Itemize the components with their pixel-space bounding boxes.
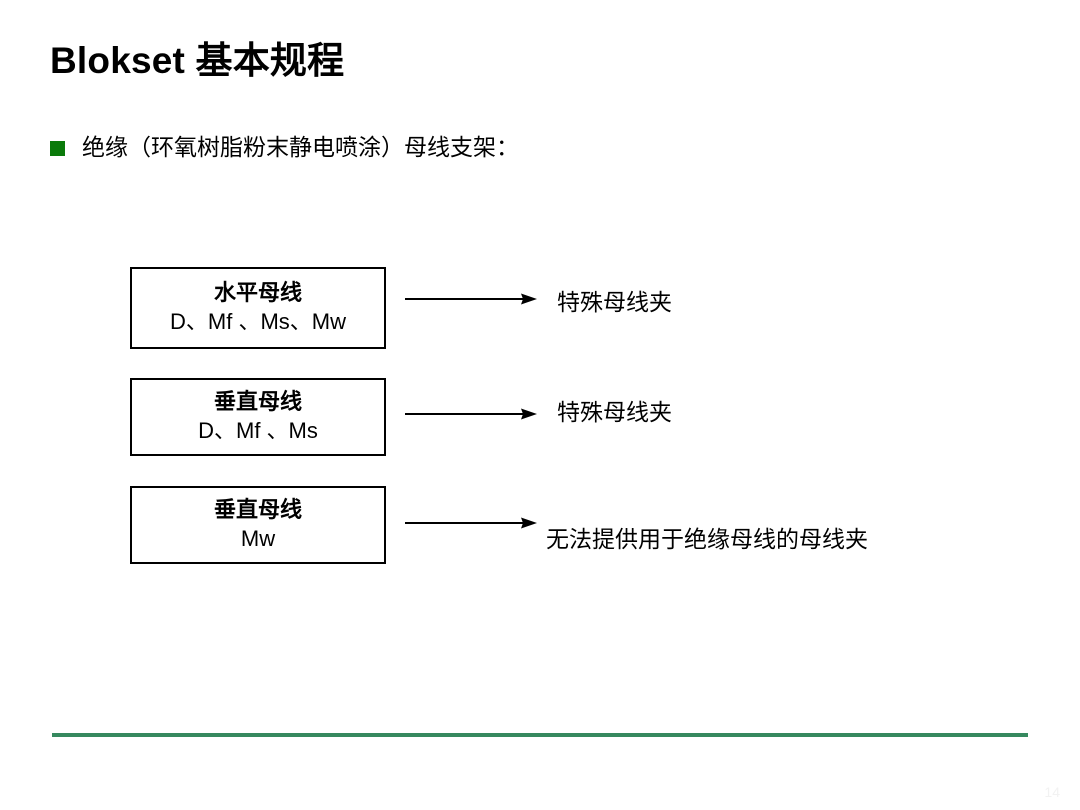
- arrow-right-icon: [405, 292, 537, 306]
- square-bullet-icon: [50, 140, 65, 156]
- flow-box-title: 垂直母线: [213, 497, 302, 522]
- page-title: Blokset 基本规程: [50, 40, 345, 81]
- footer-divider: [52, 733, 1028, 737]
- flow-box-title: 垂直母线: [213, 389, 302, 414]
- flow-box-subtitle: D、Mf 、Ms、Mw: [170, 309, 346, 334]
- flow-box-vertical-busbar-dmfms[interactable]: 垂直母线 D、Mf 、Ms: [130, 378, 386, 456]
- arrow-right-icon: [405, 407, 537, 421]
- flow-label-2: 特殊母线夹: [557, 400, 672, 425]
- flow-label-3: 无法提供用于绝缘母线的母线夹: [546, 527, 868, 552]
- flow-label-1: 特殊母线夹: [557, 290, 672, 315]
- flow-box-horizontal-busbar[interactable]: 水平母线 D、Mf 、Ms、Mw: [130, 267, 386, 349]
- bullet-text: 绝缘（环氧树脂粉末静电喷涂）母线支架：: [82, 135, 519, 160]
- flow-box-vertical-busbar-mw[interactable]: 垂直母线 Mw: [130, 486, 386, 564]
- flow-box-subtitle: D、Mf 、Ms: [198, 418, 318, 443]
- flow-box-subtitle: Mw: [240, 526, 276, 551]
- page-number: 14: [1044, 784, 1060, 800]
- bullet-row: 绝缘（环氧树脂粉末静电喷涂）母线支架：: [50, 133, 519, 163]
- flow-box-title: 水平母线: [213, 280, 302, 305]
- arrow-right-icon: [405, 516, 537, 530]
